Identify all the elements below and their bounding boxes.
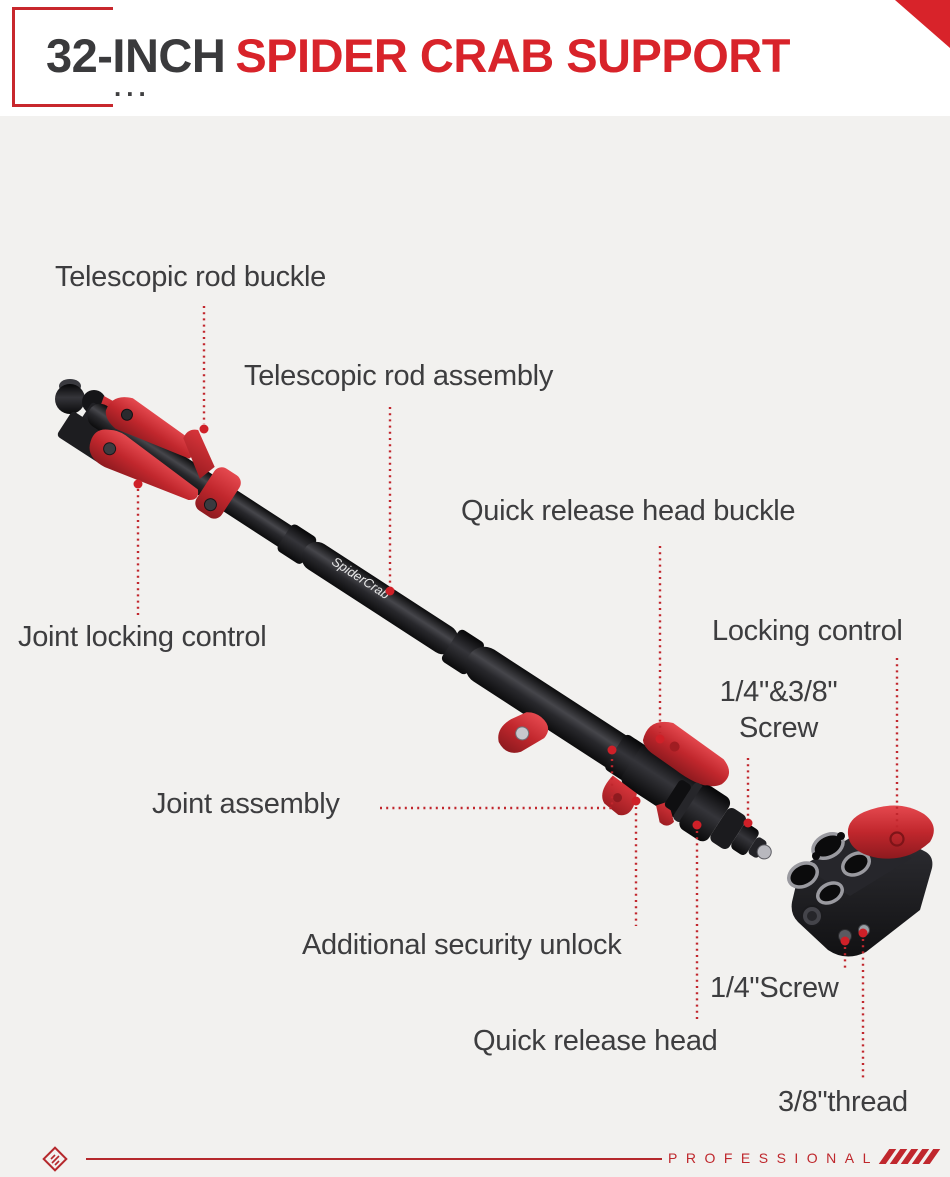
buckle-dimple (669, 741, 680, 752)
leader-dot (199, 424, 209, 434)
buckle-screw (203, 498, 217, 512)
leader-dot (840, 936, 850, 946)
leader-dot (743, 818, 753, 828)
telescopic-rod: SpiderCrab (57, 397, 730, 824)
leader-dot (133, 479, 143, 489)
small-hole (837, 832, 845, 840)
leader-dot (858, 928, 868, 938)
brand-diamond-icon (42, 1146, 68, 1172)
lever-screw (515, 726, 530, 741)
label-quarter-screw: 1/4"Screw (710, 972, 839, 1004)
footer-divider-line (86, 1158, 662, 1160)
quick-release-head-part (656, 780, 772, 860)
rod-segment-main (465, 646, 649, 780)
leader-dot (655, 734, 665, 744)
label-telescopic-rod-assembly: Telescopic rod assembly (244, 360, 554, 392)
lever-screw (103, 442, 117, 456)
label-screw-size: 1/4"&3/8" (719, 676, 838, 708)
head-screw-tip (756, 844, 772, 860)
leader-dot (385, 586, 395, 596)
title-bracket (12, 7, 113, 107)
rod-hole (816, 881, 844, 905)
label-additional-security-unlock: Additional security unlock (302, 929, 622, 961)
leader-dot (607, 745, 617, 755)
label-telescopic-rod-buckle: Telescopic rod buckle (55, 261, 326, 293)
rod-segment-mid (301, 541, 459, 655)
title-product-name: SPIDER CRAB SUPPORT (235, 29, 790, 82)
footer-slashes-decoration (878, 1149, 941, 1164)
rod-segment-top (87, 403, 298, 549)
label-quarter-three-eighths-screw: 1/4"&3/8" Screw (696, 674, 861, 747)
locking-control-lever (847, 805, 934, 859)
corner-triangle-decoration (895, 0, 950, 48)
rod-hole (787, 861, 819, 889)
rod-hole (841, 851, 871, 877)
rod-buckle-flap (183, 429, 215, 479)
joint-locking-lever (89, 429, 199, 500)
leader-joint-assembly (380, 756, 614, 810)
super-clamp (787, 805, 934, 957)
title-size-text: 32-INCH (46, 29, 226, 82)
label-screw-word: Screw (738, 712, 819, 745)
label-quick-release-head: Quick release head (473, 1025, 718, 1057)
title-dots: ... (114, 72, 151, 102)
leader-dot (631, 796, 641, 806)
joint-collar (605, 734, 647, 781)
small-hole (812, 852, 820, 860)
leader-dot (692, 820, 702, 830)
label-joint-locking-control: Joint locking control (18, 621, 267, 653)
label-quick-release-head-buckle: Quick release head buckle (461, 495, 796, 527)
leader-ring-locking-control (889, 831, 905, 847)
hex-bolt-center (807, 911, 817, 921)
label-locking-control: Locking control (712, 615, 903, 647)
label-joint-assembly: Joint assembly (152, 788, 340, 820)
label-three-eighth-thread: 3/8"thread (778, 1086, 908, 1118)
quick-release-head-buckle-part (642, 721, 730, 787)
footer-professional-text: PROFESSIONAL (668, 1150, 879, 1166)
unlock-screw (613, 793, 623, 803)
lever-screw (120, 408, 133, 421)
